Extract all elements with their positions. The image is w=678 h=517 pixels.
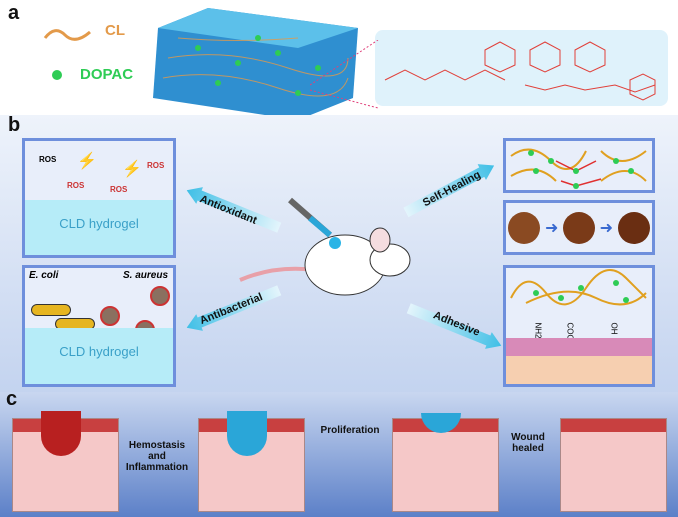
dopac-legend-icon: [52, 70, 62, 80]
panel-c-label: c: [6, 388, 18, 410]
panel-b-label: b: [8, 114, 21, 136]
hydrogel-block-illustration: [153, 8, 358, 120]
cl-legend-icon: [43, 29, 91, 41]
s-aureus-label: S. aureus: [123, 270, 169, 281]
hydroxyl-group-label: OH: [609, 322, 619, 335]
cl-legend-label: CL: [105, 22, 125, 39]
skin-block-healed: [560, 418, 667, 512]
ros-label: ROS: [67, 181, 85, 190]
mouse-illustration: [239, 197, 411, 296]
antioxidant-panel: ROS ROS ROS ROS ⚡ ⚡ CLD hydrogel: [22, 138, 176, 258]
self-healing-network-panel: [503, 138, 655, 193]
panel-a-label: a: [8, 2, 20, 24]
zoom-guide-lines: [310, 40, 379, 109]
ros-label: ROS: [110, 185, 128, 194]
arrow-right-icon: ➜: [599, 219, 613, 237]
tissue-layer: [506, 338, 652, 356]
stage-proliferation: Proliferation: [320, 425, 380, 436]
skin-block-wound: [12, 411, 119, 512]
stage-hemostasis-inflammation: Hemostasis and Inflammation: [125, 440, 189, 473]
adhesive-panel: NH2 COOH OH: [503, 265, 655, 387]
tissue-layer: [506, 356, 652, 384]
healing-hydrogel-photo: [562, 211, 595, 244]
arrow-right-icon: ➜: [544, 219, 559, 237]
antibacterial-panel: E. coli S. aureus CLD hydrogel: [22, 265, 176, 387]
amine-group-label: NH2: [533, 322, 543, 339]
healed-hydrogel-photo: [617, 211, 650, 244]
hydrogel-label: CLD hydrogel: [25, 200, 173, 255]
cut-hydrogel-photo: [508, 211, 541, 244]
ros-label: ROS: [39, 155, 57, 164]
stage-wound-healed: Wound healed: [511, 432, 545, 454]
s-aureus-icon: [100, 306, 120, 326]
e-coli-label: E. coli: [29, 270, 59, 281]
lightning-icon: ⚡: [122, 161, 142, 178]
dopac-legend-label: DOPAC: [80, 66, 134, 83]
skin-block-hydrogel: [198, 411, 305, 512]
chemical-structure-box: [375, 30, 668, 106]
self-healing-photo-panel: ➜ ➜: [503, 200, 655, 255]
lightning-icon: ⚡: [77, 153, 97, 170]
e-coli-icon: [31, 304, 71, 316]
skin-block-proliferation: [392, 413, 499, 512]
s-aureus-icon: [150, 286, 170, 306]
ros-label: ROS: [147, 161, 165, 170]
hydrogel-label: CLD hydrogel: [25, 328, 173, 384]
